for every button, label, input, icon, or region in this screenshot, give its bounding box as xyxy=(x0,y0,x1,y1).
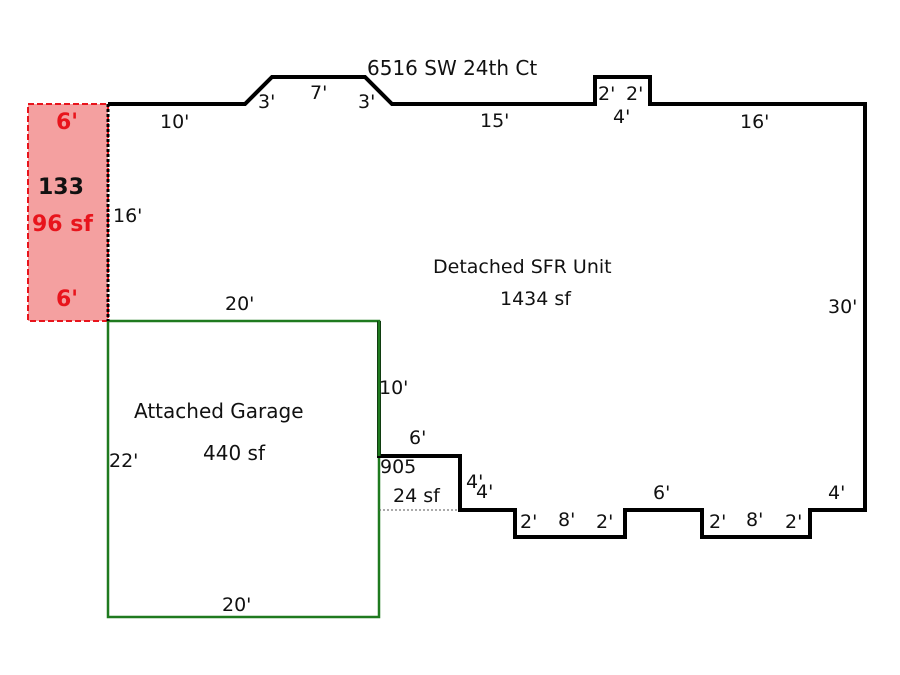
dim-notch2-bottom: 8' xyxy=(746,509,764,531)
dim-notch1-bottom: 8' xyxy=(558,509,576,531)
dim-bay-right: 3' xyxy=(358,91,376,113)
dim-mid-bottom: 6' xyxy=(653,482,671,504)
dim-top-left: 10' xyxy=(160,111,190,133)
garage-area: 440 sf xyxy=(203,441,265,465)
garage-outline xyxy=(106,319,381,619)
dim-bay-left: 3' xyxy=(258,91,276,113)
addition-top-dim: 6' xyxy=(56,110,79,135)
garage-name: Attached Garage xyxy=(134,399,304,423)
dim-top-right: 16' xyxy=(740,111,770,133)
dim-step-top: 6' xyxy=(409,427,427,449)
small-area-size: 24 sf xyxy=(393,485,440,507)
dim-notch2-left: 2' xyxy=(709,511,727,533)
dim-bottom-right: 4' xyxy=(828,482,846,504)
dim-bay-top: 7' xyxy=(310,82,328,104)
addition-area: 96 sf xyxy=(32,212,93,237)
dim-notch1-right: 2' xyxy=(596,511,614,533)
dim-notch1-left: 2' xyxy=(520,511,538,533)
dim-right-side: 30' xyxy=(828,296,858,318)
dim-top-mid: 15' xyxy=(480,110,510,132)
main-unit-outline xyxy=(108,75,867,539)
addition-area-133 xyxy=(27,103,109,322)
dim-garage-right: 10' xyxy=(379,377,409,399)
dim-left-side: 16' xyxy=(113,205,143,227)
addition-bottom-dim: 6' xyxy=(56,287,79,312)
dim-garage-left: 22' xyxy=(109,450,139,472)
dim-bump-left: 2' xyxy=(598,83,616,105)
address-label: 6516 SW 24th Ct xyxy=(367,56,538,80)
dim-notch2-right: 2' xyxy=(785,511,803,533)
dim-garage-top: 20' xyxy=(225,293,255,315)
addition-code: 133 xyxy=(38,175,84,200)
dim-bump-bottom: 4' xyxy=(613,106,631,128)
dim-step-b: 4' xyxy=(476,481,494,503)
dim-garage-bottom: 20' xyxy=(222,594,252,616)
dim-step-a: 4' xyxy=(466,471,484,493)
main-unit-area: 1434 sf xyxy=(500,288,571,310)
dim-bump-right: 2' xyxy=(626,83,644,105)
main-unit-name: Detached SFR Unit xyxy=(433,256,612,278)
small-area-code: 905 xyxy=(380,456,417,478)
